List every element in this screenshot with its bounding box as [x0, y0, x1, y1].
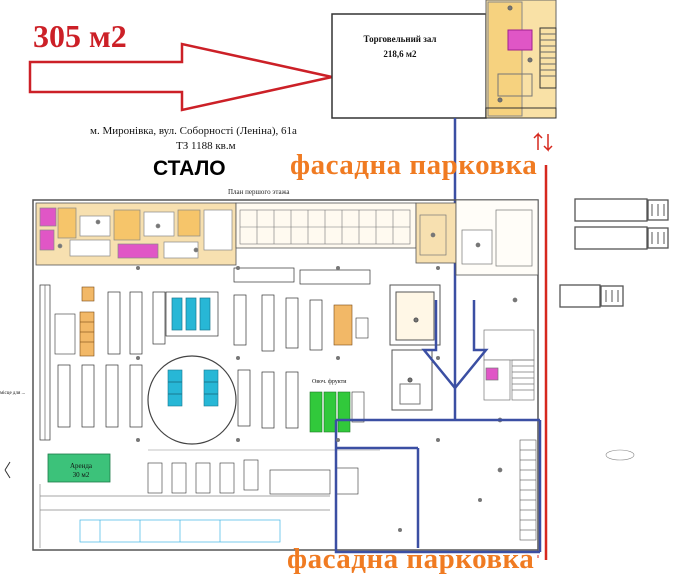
storage-grid	[239, 209, 411, 245]
hall-area-label: 218,6 м2	[383, 49, 417, 59]
total-area-label: ТЗ 1188 кв.м	[176, 140, 236, 152]
side-label: місце для ...	[0, 391, 26, 396]
produce-display-left	[54, 286, 95, 357]
service-rooms	[39, 207, 233, 259]
right-service-rooms	[419, 209, 535, 473]
truck-icon-1	[574, 198, 669, 222]
shelving-left	[39, 284, 166, 441]
central-rotunda	[147, 355, 237, 445]
structural-columns	[136, 266, 482, 532]
shelving-center	[233, 267, 371, 429]
became-label: СТАЛО	[153, 157, 226, 180]
produce-display-center	[333, 304, 369, 346]
parking-label-bottom: фасадна парковка	[287, 543, 535, 575]
floor-plan-title: План першого этажа	[228, 188, 290, 196]
back-storage	[389, 284, 441, 411]
fruit-veg-display	[309, 391, 365, 433]
big-arrow-icon	[28, 42, 333, 112]
lobby-partitions	[39, 484, 330, 548]
fruit-veg-label: Овоч. фрукти	[312, 379, 347, 385]
entry-double-arrow-icon	[533, 132, 553, 152]
area-value-label: 305 м2	[33, 18, 127, 54]
island-display	[165, 291, 219, 337]
hall-title-label: Торговельний зал	[363, 34, 437, 44]
truck-icon-3	[559, 284, 624, 308]
checkout-lanes	[147, 449, 380, 495]
hall-inset	[331, 13, 487, 119]
truck-icon-2	[574, 226, 669, 250]
rent-area-label: 30 м2	[72, 471, 90, 479]
parking-label-top: фасадна парковка	[290, 149, 538, 181]
address-label: м. Миронівка, вул. Соборності (Леніна), …	[90, 125, 297, 137]
new-area-outline	[334, 300, 542, 554]
rent-label: Аренда	[69, 462, 93, 470]
right-margin-marks	[605, 449, 635, 461]
rent-area-box	[47, 453, 111, 483]
staircase	[519, 439, 537, 541]
service-block-top	[485, 0, 557, 119]
entrance-marker-left	[4, 461, 11, 479]
